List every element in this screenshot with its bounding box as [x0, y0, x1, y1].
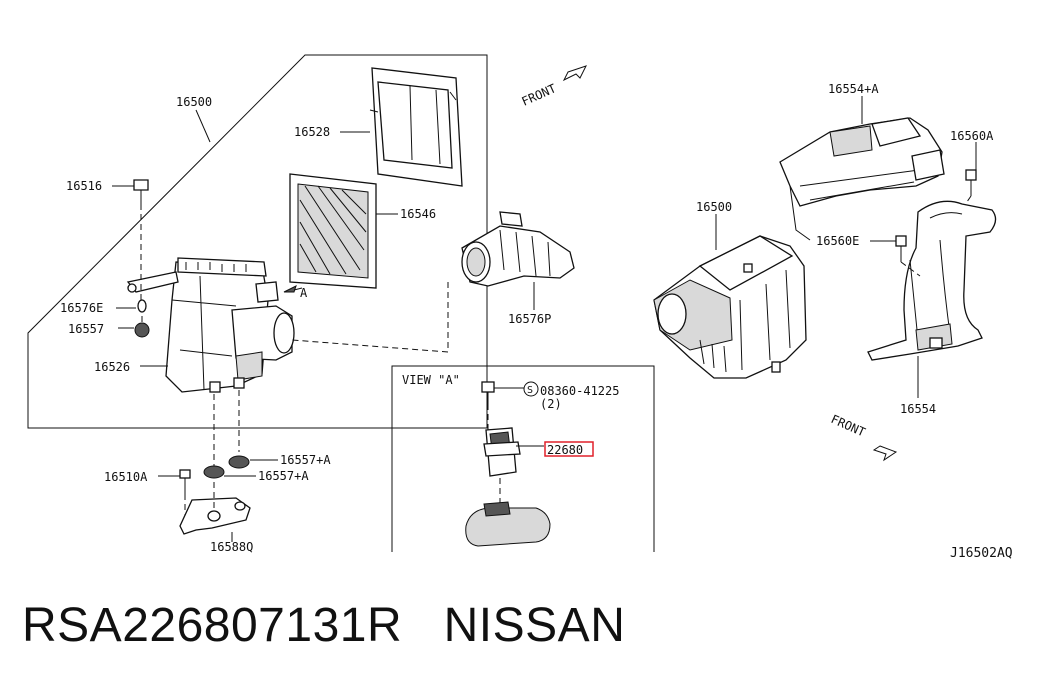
maf-sensor: [483, 427, 521, 506]
bolt-part-number: 08360-41225: [540, 384, 619, 398]
front-label-top: FRONT: [520, 81, 559, 108]
highlighted-part-number: 22680: [547, 443, 583, 457]
callout-16560E: 16560E: [816, 234, 859, 248]
filter-lid: [369, 67, 463, 187]
callout-16526: 16526: [94, 360, 130, 374]
bolt-quantity: (2): [540, 397, 562, 411]
front-arrow-top: [562, 65, 587, 82]
front-label-bottom: FRONT: [829, 412, 868, 439]
right-airbox: [653, 235, 807, 379]
group-frame: [27, 54, 488, 429]
callout-16588Q: 16588Q: [210, 540, 253, 554]
callout-16510A: 16510A: [104, 470, 148, 484]
callout-16557: 16557: [68, 322, 104, 336]
callout-16557A-1: 16557+A: [280, 453, 331, 467]
callout-16500-left: 16500: [176, 95, 212, 109]
s-symbol-circle: [523, 381, 539, 397]
air-box: [165, 257, 295, 393]
callout-16516: 16516: [66, 179, 102, 193]
callout-16500-right: 16500: [696, 200, 732, 214]
part-caption: RSA226807131R NISSAN: [22, 598, 625, 653]
callout-16528: 16528: [294, 125, 330, 139]
air-filter: [289, 173, 377, 289]
upper-duct: [779, 117, 945, 241]
callout-16554A: 16554+A: [828, 82, 879, 96]
front-arrow-bottom: [872, 445, 898, 462]
lower-duct: [867, 200, 997, 361]
intake-duct: [461, 211, 575, 287]
view-a-frame: [391, 365, 655, 552]
caption-part-number: RSA226807131R: [22, 599, 403, 652]
callout-16546: 16546: [400, 207, 436, 221]
callout-16576E: 16576E: [60, 301, 103, 315]
diagram-code: J16502AQ: [950, 546, 1013, 561]
s-symbol: S: [527, 385, 533, 396]
marker-a: A: [300, 286, 308, 300]
highlight-box: [544, 441, 594, 457]
view-a-label: VIEW "A": [402, 373, 460, 387]
callout-16554: 16554: [900, 402, 936, 416]
callout-16560A: 16560A: [950, 129, 994, 143]
callout-16576P: 16576P: [508, 312, 551, 326]
bolt-16516: [133, 179, 149, 204]
caption-brand: NISSAN: [443, 599, 626, 652]
callout-16557A-2: 16557+A: [258, 469, 309, 483]
